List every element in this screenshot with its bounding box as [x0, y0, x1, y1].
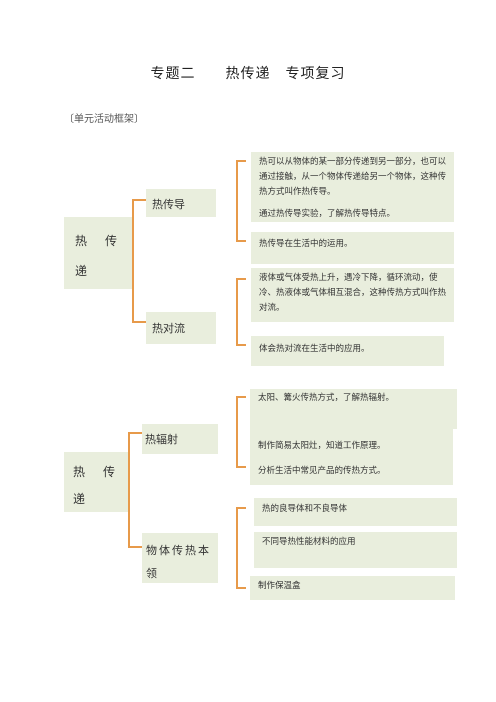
connector [236, 240, 246, 242]
connector [236, 160, 246, 162]
leaf-node: 体会热对流在生活中的应用。 [251, 336, 444, 366]
connector [236, 587, 246, 589]
connector [128, 432, 130, 548]
leaf-node: 热可以从物体的某一部分传递到另一部分，也可以通过接触，从一个物体传递给另一个物体… [251, 152, 454, 222]
branch-node-heat-convection: 热对流 [146, 312, 216, 344]
connector [132, 321, 146, 323]
connector [236, 160, 238, 242]
branch-node-heat-radiation: 热辐射 [142, 424, 218, 454]
leaf-text-2: 通过热传导实验，了解热传导特点。 [259, 209, 396, 219]
branch-label-line2: 领 [146, 567, 157, 580]
connector [236, 344, 246, 346]
branch-label: 热辐射 [145, 433, 178, 446]
leaf-text: 制作保温盒 [258, 581, 301, 591]
branch-label: 热传导 [152, 198, 185, 211]
page-title: 专题二 热传递 专项复习 [150, 66, 346, 82]
leaf-text: 制作简易太阳灶，知道工作原理。 [258, 441, 386, 451]
branch-node-heat-conduction: 热传导 [146, 189, 216, 217]
branch-label: 热对流 [152, 322, 185, 335]
leaf-text: 热传导在生活中的运用。 [259, 239, 353, 249]
connector [132, 199, 134, 323]
connector [236, 396, 238, 468]
connector [236, 507, 238, 589]
leaf-text: 太阳、篝火传热方式，了解热辐射。 [258, 393, 395, 403]
connector [236, 278, 246, 280]
leaf-text: 分析生活中常见产品的传热方式。 [258, 466, 386, 476]
connector [128, 432, 142, 434]
leaf-node: 制作简易太阳灶，知道工作原理。 分析生活中常见产品的传热方式。 [250, 429, 453, 485]
leaf-node: 热传导在生活中的运用。 [251, 232, 454, 264]
connector [128, 546, 142, 548]
connector [236, 507, 246, 509]
leaf-node: 热的良导体和不良导体 [254, 498, 457, 526]
leaf-node: 液体或气体受热上升，遇冷下降，循环流动，使冷、热液体或气体相互混合，这种传热方式… [251, 268, 454, 322]
leaf-node: 不同导热性能材料的应用 [254, 532, 457, 568]
root-node-1-line1: 热 传 [75, 234, 121, 248]
leaf-node: 制作保温盒 [250, 576, 455, 600]
connector [236, 396, 246, 398]
leaf-node: 太阳、篝火传热方式，了解热辐射。 [250, 389, 457, 429]
connector [236, 466, 246, 468]
leaf-text: 热可以从物体的某一部分传递到另一部分，也可以通过接触，从一个物体传递给另一个物体… [259, 157, 447, 197]
page-subtitle: 〔单元活动框架〕 [64, 114, 144, 125]
connector [132, 199, 146, 201]
branch-label-line1: 物体传热本 [146, 544, 211, 557]
root-node-2-line2: 递 [73, 492, 89, 506]
root-node-1: 热 传 递 [64, 217, 132, 289]
root-node-2-line1: 热 传 [73, 465, 119, 479]
leaf-text: 液体或气体受热上升，遇冷下降，循环流动，使冷、热液体或气体相互混合，这种传热方式… [259, 273, 447, 313]
leaf-text: 不同导热性能材料的应用 [262, 537, 356, 547]
branch-node-heat-ability: 物体传热本 领 [142, 533, 218, 583]
leaf-text: 热的良导体和不良导体 [262, 504, 348, 514]
leaf-text: 体会热对流在生活中的应用。 [259, 344, 370, 354]
root-node-1-line2: 递 [75, 264, 91, 278]
root-node-2: 热 传 递 [64, 452, 128, 512]
connector [236, 278, 238, 346]
